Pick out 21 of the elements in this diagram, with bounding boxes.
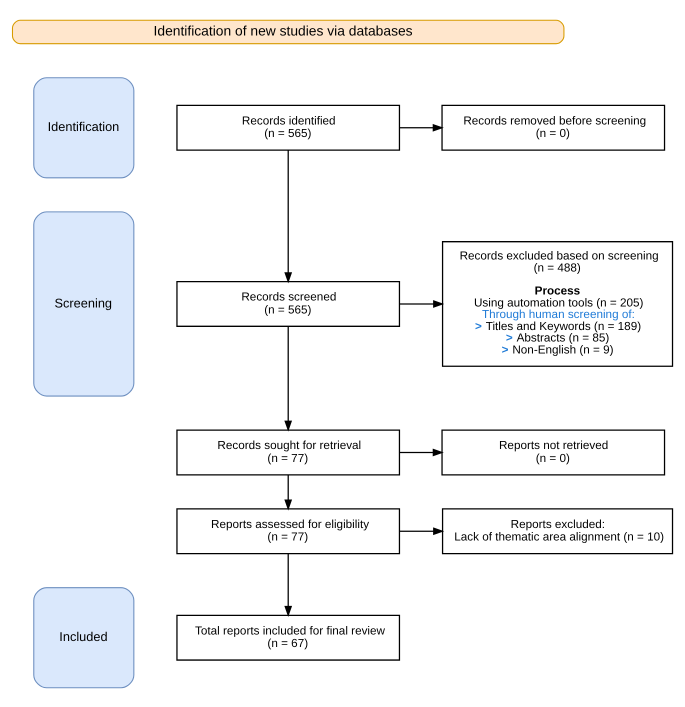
node-box: Reports excluded: Lack of thematic area alignment (n = 10)	[442, 508, 674, 554]
node-box: Reports assessed for eligibility (n = 77)	[176, 508, 400, 554]
arrow	[284, 553, 292, 616]
node-box: Records excluded based on screening (n = 488) Process Using automation tools (n = 205) Through human screening of: > Titles and Keywords (n = 189) > Abstracts (n = 85) > Non-English (n = 9)	[442, 240, 674, 366]
node-box: Identification	[33, 76, 134, 178]
node-box: Total reports included for final review (n = 67)	[176, 614, 400, 660]
arrow	[400, 300, 444, 308]
node-box: Records sought for retrieval (n = 77)	[176, 428, 400, 475]
arrow	[400, 526, 444, 535]
arrow	[284, 474, 292, 510]
node-box: Identification of new studies via databases	[12, 19, 564, 44]
node-box: Included	[33, 586, 134, 688]
arrow	[284, 326, 292, 432]
node-box: Records identified (n = 565)	[176, 104, 400, 150]
arrow	[400, 123, 444, 132]
arrow	[284, 150, 292, 283]
arrow	[400, 448, 444, 456]
node-box: Records screened (n = 565)	[176, 280, 400, 326]
node-box: Reports not retrieved (n = 0)	[441, 428, 666, 475]
node-box: Screening	[33, 210, 134, 396]
node-box: Records removed before screening (n = 0)	[441, 104, 666, 150]
